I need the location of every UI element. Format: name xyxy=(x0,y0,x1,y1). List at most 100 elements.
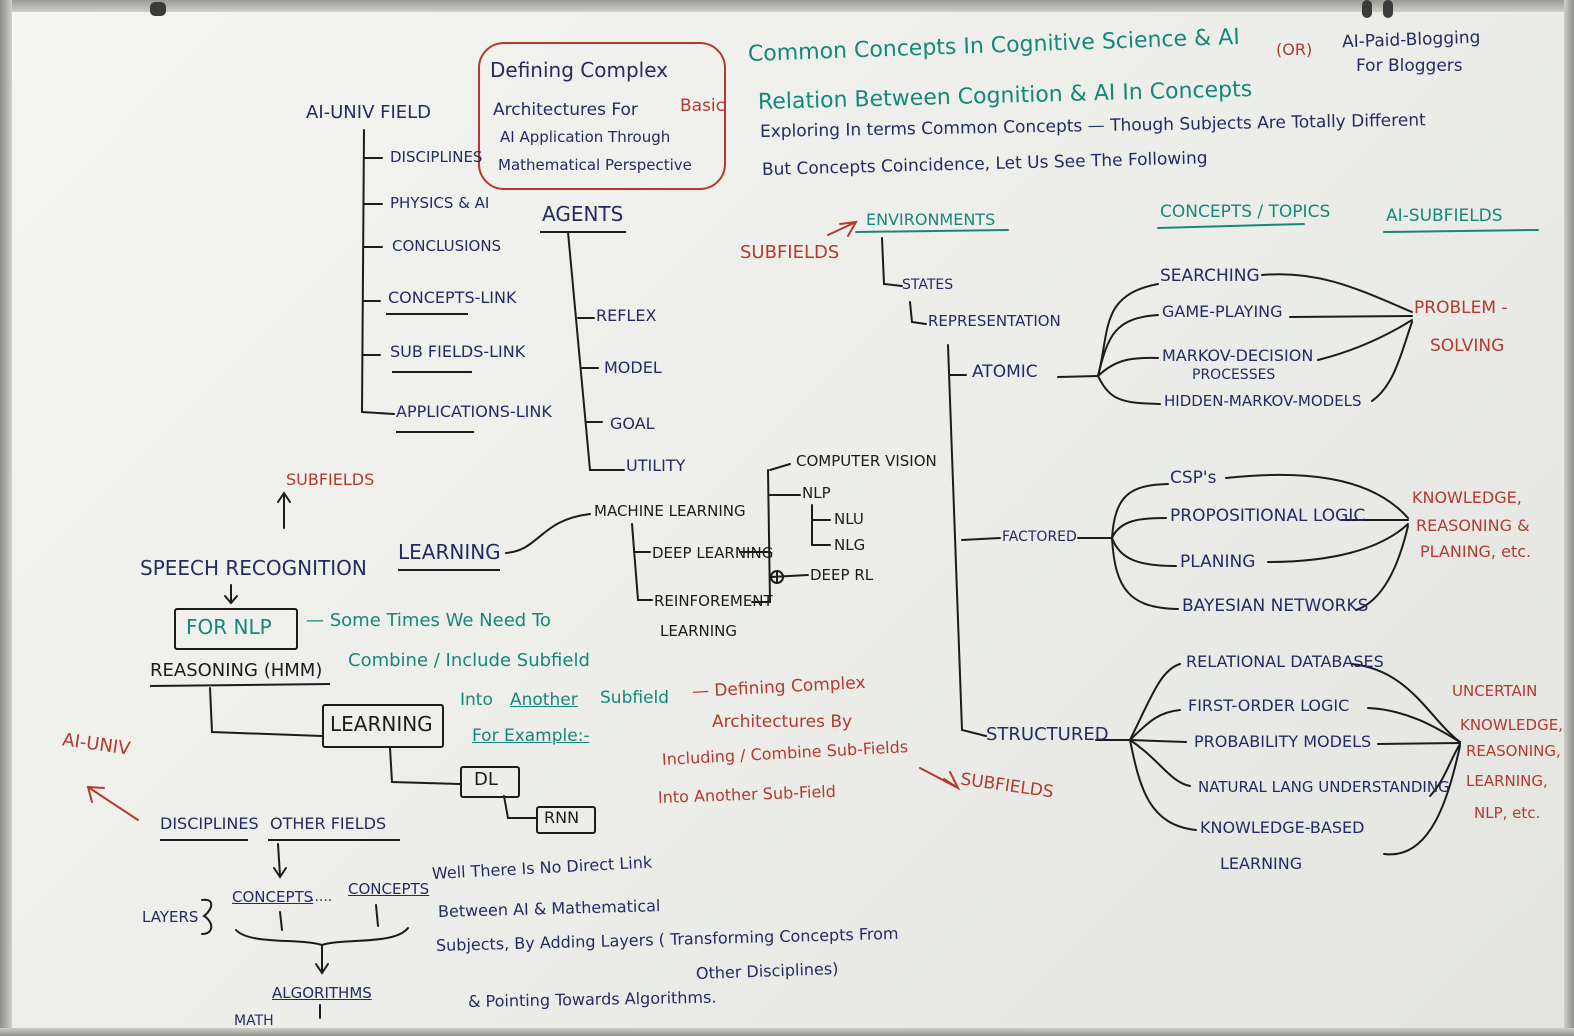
clip-icon xyxy=(1362,0,1372,18)
factored-item: PLANING xyxy=(1180,552,1256,572)
ai-univ-item: CONCLUSIONS xyxy=(392,237,502,255)
other-fields-label: OTHER FIELDS xyxy=(270,814,387,833)
environments-title: ENVIRONMENTS xyxy=(866,210,996,229)
reinforcement-label-2: LEARNING xyxy=(660,622,738,640)
ai-univ-title: AI-UNIV FIELD xyxy=(306,102,432,123)
structured-item: FIRST-ORDER LOGIC xyxy=(1188,696,1350,715)
subfield-uncertain: UNCERTAIN xyxy=(1452,682,1538,700)
factored-item: PROPOSITIONAL LOGIC xyxy=(1170,506,1366,526)
subfield-uk-reasoning: REASONING, xyxy=(1466,742,1561,760)
note-green-4: For Example:- xyxy=(472,726,590,746)
clip-icon xyxy=(1383,0,1393,18)
structured-item: LEARNING xyxy=(1220,854,1303,873)
concepts-dots: ..... xyxy=(310,889,333,905)
nlp-label: NLP xyxy=(802,484,831,502)
defining-line2b: Basic xyxy=(680,96,726,116)
note-green-3b: Another xyxy=(510,690,578,710)
reasoning-hmm-label: REASONING (HMM) xyxy=(150,660,323,681)
subfield-uk-knowledge: KNOWLEDGE, xyxy=(1460,716,1563,734)
structured-label: STRUCTURED xyxy=(986,724,1109,745)
representation-label: REPRESENTATION xyxy=(928,312,1061,330)
note-green-1: — Some Times We Need To xyxy=(306,610,551,631)
subfield-reasoning: REASONING & xyxy=(1416,516,1530,535)
board-frame-right xyxy=(1564,0,1574,1036)
computer-vision-label: COMPUTER VISION xyxy=(796,452,937,470)
note-green-3a: Into xyxy=(460,690,493,710)
note-green-3c: Subfield xyxy=(600,688,670,708)
board-frame-bottom xyxy=(0,1028,1574,1036)
structured-item: RELATIONAL DATABASES xyxy=(1186,652,1384,671)
subfield-knowledge: KNOWLEDGE, xyxy=(1412,488,1522,507)
atomic-item: HIDDEN-MARKOV-MODELS xyxy=(1164,392,1362,410)
defining-complex-box xyxy=(478,42,726,190)
subfields-label: SUBFIELDS xyxy=(740,242,840,263)
agent-item: MODEL xyxy=(604,358,662,377)
agent-item: UTILITY xyxy=(626,456,686,475)
learning-box xyxy=(322,704,444,748)
for-nlp-box xyxy=(174,608,298,650)
factored-item: BAYESIAN NETWORKS xyxy=(1182,596,1369,616)
board-frame-left xyxy=(0,0,12,1036)
algorithms-label: ALGORITHMS xyxy=(272,984,372,1002)
atomic-item: PROCESSES xyxy=(1192,367,1276,383)
subfield-uk-nlp: NLP, etc. xyxy=(1474,804,1541,822)
subfield-problem: PROBLEM - xyxy=(1414,298,1508,318)
nlu-label: NLU xyxy=(834,510,864,528)
for-nlp-label: FOR NLP xyxy=(186,615,272,639)
deep-rl-label: DEEP RL xyxy=(810,566,874,584)
blog-label-2: For Bloggers xyxy=(1356,56,1463,76)
magnet-icon xyxy=(150,2,166,16)
factored-label: FACTORED xyxy=(1002,529,1077,545)
agents-title: AGENTS xyxy=(542,202,624,226)
math-label: MATH xyxy=(234,1013,274,1029)
atomic-item: MARKOV-DECISION xyxy=(1162,346,1314,365)
defining-line2a: Architectures For xyxy=(493,100,638,120)
board-frame-top xyxy=(0,0,1574,12)
dl-box-label: DL xyxy=(474,769,498,790)
ai-univ-item: APPLICATIONS-LINK xyxy=(396,402,552,421)
defining-line1: Defining Complex xyxy=(490,58,668,82)
or-label: (OR) xyxy=(1276,40,1313,59)
dl-box xyxy=(460,766,520,798)
blog-label: AI-Paid-Blogging xyxy=(1341,27,1481,53)
deep-learning-label: DEEP LEARNING xyxy=(652,544,774,562)
note-green-2: Combine / Include Subfield xyxy=(348,650,590,671)
ai-subfields-heading: AI-SUBFIELDS xyxy=(1386,206,1503,226)
atomic-item: GAME-PLAYING xyxy=(1162,302,1283,321)
concepts-topics-heading: CONCEPTS / TOPICS xyxy=(1160,202,1331,222)
structured-item: KNOWLEDGE-BASED xyxy=(1200,818,1365,837)
ai-univ-item: PHYSICS & AI xyxy=(390,194,490,212)
learning-label: LEARNING xyxy=(398,540,501,564)
states-label: STATES xyxy=(902,277,954,293)
ai-univ-item: CONCEPTS-LINK xyxy=(388,288,517,307)
atomic-label: ATOMIC xyxy=(972,362,1038,382)
nlg-label: NLG xyxy=(834,536,866,554)
reinforcement-label: REINFOREMENT xyxy=(654,592,773,610)
machine-learning-label: MACHINE LEARNING xyxy=(594,502,746,520)
ai-univ-item: DISCIPLINES xyxy=(390,148,483,166)
subfield-uk-learning: LEARNING, xyxy=(1466,772,1548,790)
rnn-box xyxy=(536,806,596,834)
learning-box-label: LEARNING xyxy=(330,712,433,736)
concepts-left-label: CONCEPTS xyxy=(232,888,314,906)
concepts-right-label: CONCEPTS xyxy=(348,880,430,898)
ai-univ-item: SUB FIELDS-LINK xyxy=(390,342,526,361)
disciplines-label: DISCIPLINES xyxy=(160,814,259,833)
rnn-box-label: RNN xyxy=(544,808,580,827)
factored-item: CSP's xyxy=(1170,468,1217,488)
note-blue-5: & Pointing Towards Algorithms. xyxy=(467,987,717,1011)
subfield-solving: SOLVING xyxy=(1430,336,1505,356)
agent-item: REFLEX xyxy=(596,306,657,325)
agent-item: GOAL xyxy=(610,414,655,433)
speech-recognition-label: SPEECH RECOGNITION xyxy=(140,556,367,580)
structured-item: NATURAL LANG UNDERSTANDING xyxy=(1198,778,1450,796)
atomic-item: SEARCHING xyxy=(1160,266,1260,286)
subfield-planing: PLANING, etc. xyxy=(1420,542,1532,561)
layers-label: LAYERS xyxy=(142,908,199,926)
subfields-arrow-label: SUBFIELDS xyxy=(286,470,375,489)
structured-item: PROBABILITY MODELS xyxy=(1194,732,1372,751)
note-red-2: Architectures By xyxy=(712,712,853,732)
defining-line3: AI Application Through xyxy=(500,128,671,146)
